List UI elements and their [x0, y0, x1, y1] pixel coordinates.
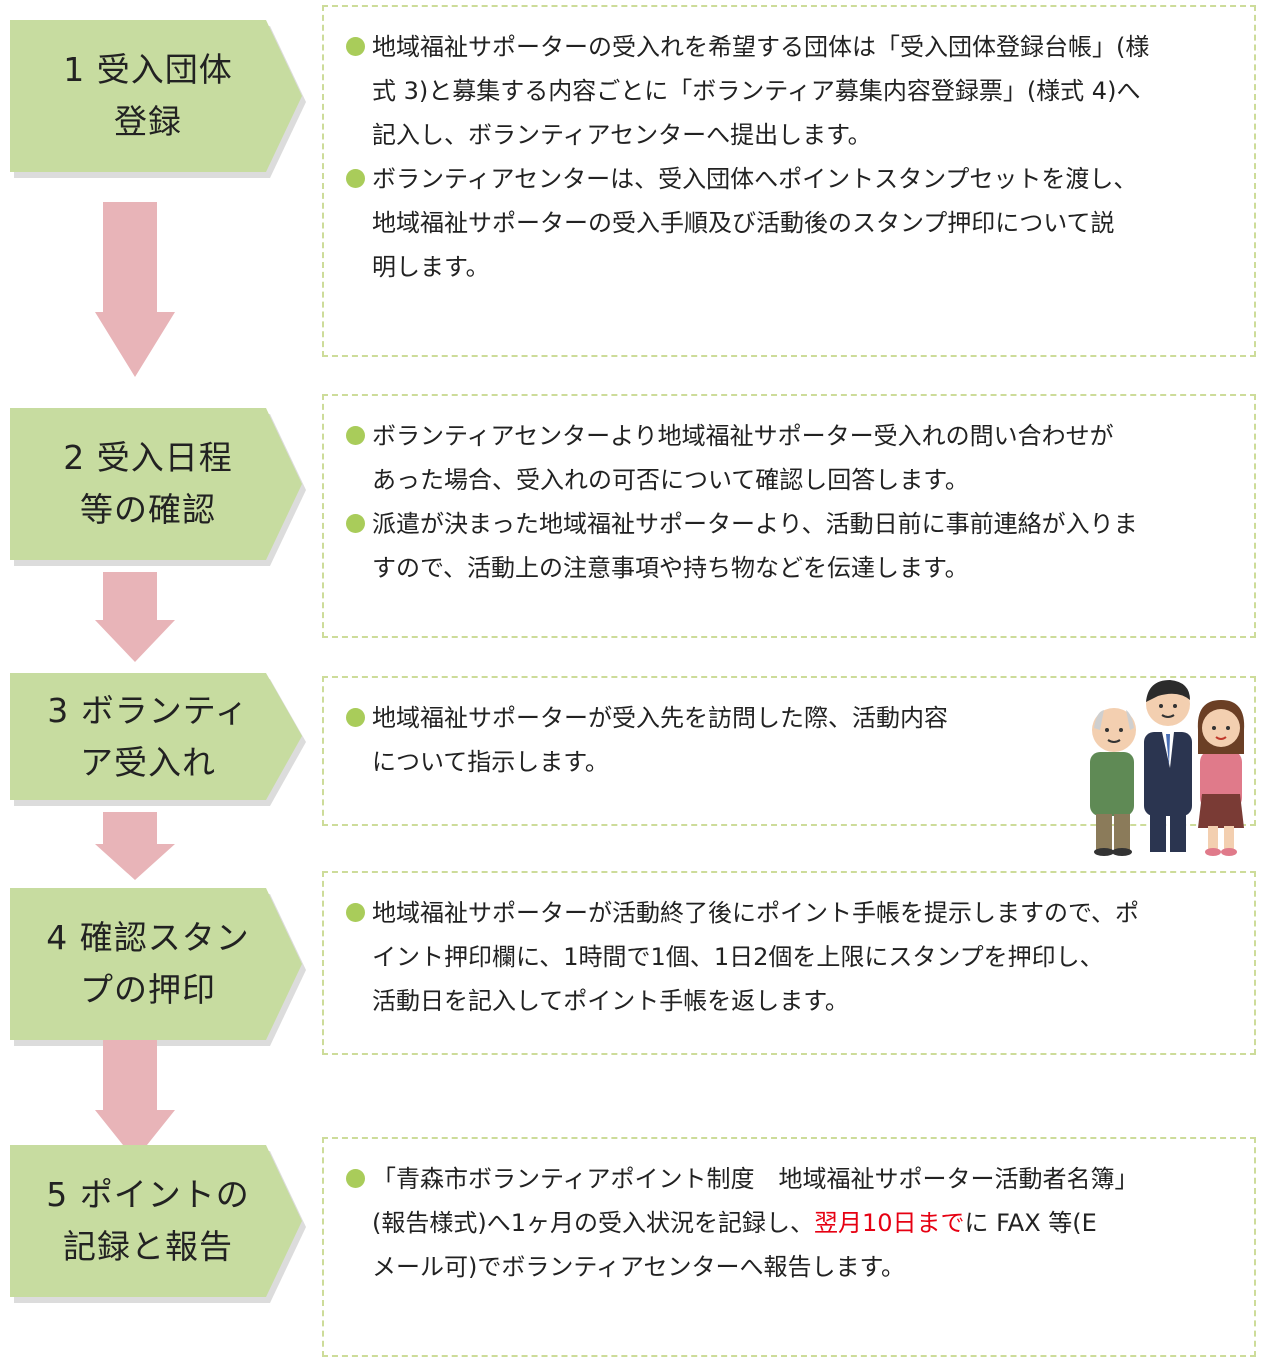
- step-3-label: 3 ボランティ ア受入れ: [28, 673, 268, 800]
- text-line: (報告様式)へ1ヶ月の受入状況を記録し、翌月10日までに FAX 等(E: [372, 1201, 1234, 1245]
- step-1-label: 1 受入団体 登録: [28, 20, 268, 172]
- woman-figure: [1197, 700, 1245, 856]
- arrow-4-to-5: [95, 1040, 175, 1160]
- step-2-label: 2 受入日程 等の確認: [28, 408, 268, 560]
- text-line: イント押印欄に、1時間で1個、1日2個を上限にスタンプを押印し、: [372, 943, 1104, 971]
- text-segment: に FAX 等(E: [964, 1209, 1097, 1237]
- text-line: 地域福祉サポーターが受入先を訪問した際、活動内容: [372, 704, 948, 732]
- step-2-box: 2 受入日程 等の確認: [10, 408, 306, 566]
- step-1-box: 1 受入団体 登録: [10, 20, 306, 178]
- text-line: 地域福祉サポーターの受入手順及び活動後のスタンプ押印について説: [372, 209, 1115, 237]
- step-4-shape: [10, 888, 306, 1046]
- elderly-man-figure: [1090, 708, 1136, 856]
- step-2-description: ボランティアセンターより地域福祉サポーター受入れの問い合わせが あった場合、受入…: [322, 394, 1256, 638]
- step-5-label: 5 ポイントの 記録と報告: [28, 1145, 268, 1297]
- step-2-bullet-1: ボランティアセンターより地域福祉サポーター受入れの問い合わせが あった場合、受入…: [342, 414, 1234, 502]
- step-4-label-line-2: プの押印: [80, 970, 216, 1009]
- step-4-label: 4 確認スタン プの押印: [28, 888, 268, 1040]
- step-1-label-line-1: 1 受入団体: [63, 50, 233, 89]
- text-line: メール可)でボランティアセンターへ報告します。: [372, 1253, 906, 1281]
- text-line: 「青森市ボランティアポイント制度 地域福祉サポーター活動者名簿」: [372, 1165, 1139, 1193]
- text-line: すので、活動上の注意事項や持ち物などを伝達します。: [372, 554, 969, 582]
- step-2-shape: [10, 408, 306, 566]
- man-in-suit-figure: [1144, 680, 1192, 852]
- step-5-box: 5 ポイントの 記録と報告: [10, 1145, 306, 1303]
- step-1-label-line-2: 登録: [114, 102, 182, 141]
- step-1-shape: [10, 20, 306, 178]
- step-4-box: 4 確認スタン プの押印: [10, 888, 306, 1046]
- text-line: 地域福祉サポーターの受入れを希望する団体は「受入団体登録台帳」(様: [372, 33, 1150, 61]
- text-line: 地域福祉サポーターが活動終了後にポイント手帳を提示しますので、ポ: [372, 899, 1140, 927]
- arrow-2-to-3: [95, 572, 175, 662]
- text-line: ボランティアセンターより地域福祉サポーター受入れの問い合わせが: [372, 422, 1114, 450]
- arrow-1-to-2: [95, 202, 175, 377]
- step-4-label-line-1: 4 確認スタン: [46, 918, 250, 957]
- step-2-label-line-1: 2 受入日程: [63, 438, 233, 477]
- text-line: ボランティアセンターは、受入団体へポイントスタンプセットを渡し、: [372, 165, 1138, 193]
- text-segment: (報告様式)へ1ヶ月の受入状況を記録し、: [372, 1209, 814, 1237]
- text-line: 記入し、ボランティアセンターへ提出します。: [372, 121, 872, 149]
- step-1-description: 地域福祉サポーターの受入れを希望する団体は「受入団体登録台帳」(様 式 3)と募…: [322, 5, 1256, 357]
- step-3-label-line-2: ア受入れ: [80, 742, 216, 782]
- step-2-bullet-2: 派遣が決まった地域福祉サポーターより、活動日前に事前連絡が入りま すので、活動上…: [342, 502, 1234, 590]
- step-5-label-line-1: 5 ポイントの: [46, 1175, 250, 1214]
- text-line: 明します。: [372, 253, 490, 281]
- text-line: について指示します。: [372, 748, 609, 776]
- text-line: 派遣が決まった地域福祉サポーターより、活動日前に事前連絡が入りま: [372, 510, 1138, 538]
- step-5-shape: [10, 1145, 306, 1303]
- deadline-highlight: 翌月10日まで: [814, 1209, 965, 1237]
- text-line: 式 3)と募集する内容ごとに「ボランティア募集内容登録票」(様式 4)へ: [372, 77, 1141, 105]
- volunteers-illustration: [1090, 680, 1245, 856]
- step-3-bullet-1: 地域福祉サポーターが受入先を訪問した際、活動内容 について指示します。: [342, 696, 1234, 784]
- step-4-bullet-1: 地域福祉サポーターが活動終了後にポイント手帳を提示しますので、ポ イント押印欄に…: [342, 891, 1234, 1023]
- text-line: 活動日を記入してポイント手帳を返します。: [372, 987, 849, 1015]
- step-5-description: 「青森市ボランティアポイント制度 地域福祉サポーター活動者名簿」 (報告様式)へ…: [322, 1137, 1256, 1357]
- step-5-bullet-1: 「青森市ボランティアポイント制度 地域福祉サポーター活動者名簿」 (報告様式)へ…: [342, 1157, 1234, 1289]
- step-1-bullet-2: ボランティアセンターは、受入団体へポイントスタンプセットを渡し、 地域福祉サポー…: [342, 157, 1234, 289]
- step-4-description: 地域福祉サポーターが活動終了後にポイント手帳を提示しますので、ポ イント押印欄に…: [322, 871, 1256, 1055]
- text-line: あった場合、受入れの可否について確認し回答します。: [372, 466, 969, 494]
- step-3-description: 地域福祉サポーターが受入先を訪問した際、活動内容 について指示します。: [322, 676, 1256, 826]
- step-3-shape: [10, 673, 306, 806]
- step-2-label-line-2: 等の確認: [80, 490, 216, 529]
- step-1-bullet-1: 地域福祉サポーターの受入れを希望する団体は「受入団体登録台帳」(様 式 3)と募…: [342, 25, 1234, 157]
- arrow-3-to-4: [95, 812, 175, 880]
- step-5-label-line-2: 記録と報告: [63, 1227, 233, 1266]
- step-3-box: 3 ボランティ ア受入れ: [10, 673, 306, 806]
- step-3-label-line-1: 3 ボランティ: [47, 690, 249, 730]
